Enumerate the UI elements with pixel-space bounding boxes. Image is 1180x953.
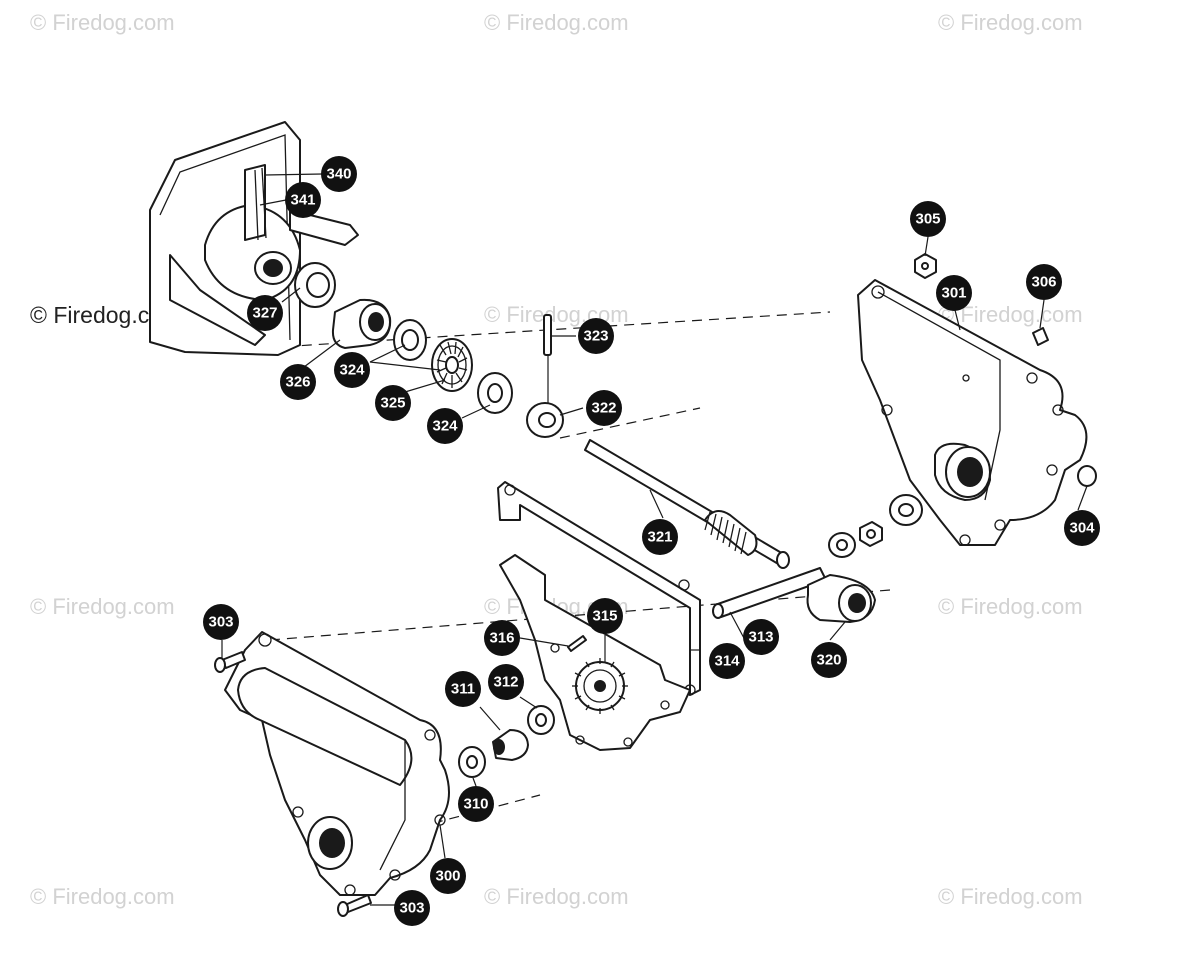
svg-text:327: 327: [252, 305, 277, 322]
callout-324: 324: [427, 408, 463, 444]
svg-text:303: 303: [399, 900, 424, 917]
watermark-text: © Firedog.com: [938, 10, 1083, 35]
callout-327: 327: [247, 295, 283, 331]
callout-326: 326: [280, 364, 316, 400]
callout-300: 300: [430, 858, 466, 894]
svg-text:341: 341: [290, 192, 315, 209]
bearing-part: [294, 262, 336, 308]
svg-text:316: 316: [489, 630, 514, 647]
callout-301: 301: [936, 275, 972, 311]
watermark-text: © Firedog.com: [30, 594, 175, 619]
callout-303: 303: [394, 890, 430, 926]
watermark-text: © Firedog.com: [484, 884, 629, 909]
svg-text:325: 325: [380, 395, 405, 412]
svg-text:323: 323: [583, 328, 608, 345]
svg-text:322: 322: [591, 400, 616, 417]
washer-part: [477, 372, 513, 414]
callout-316: 316: [484, 620, 520, 656]
svg-text:324: 324: [339, 362, 365, 379]
svg-text:305: 305: [915, 211, 940, 228]
nut-part: [914, 253, 937, 279]
callout-321: 321: [642, 519, 678, 555]
thrust-bearing-part: [431, 338, 473, 392]
callout-311: 311: [445, 671, 481, 707]
callout-305: 305: [910, 201, 946, 237]
washer-part: [393, 319, 427, 361]
washer-part: [527, 705, 555, 735]
right-gear-housing: [857, 279, 1088, 546]
svg-text:320: 320: [816, 652, 841, 669]
pin-part: [543, 314, 552, 356]
watermark-text: © Firedog.com: [30, 884, 175, 909]
svg-text:301: 301: [941, 285, 966, 302]
bushing-part: [331, 298, 392, 349]
callout-341: 341: [285, 182, 321, 218]
gear-part: [572, 658, 628, 714]
callout-323: 323: [578, 318, 614, 354]
screw-part: [1032, 327, 1049, 346]
svg-text:321: 321: [647, 529, 672, 546]
svg-text:312: 312: [493, 674, 518, 691]
callout-325: 325: [375, 385, 411, 421]
watermark-text: © Firedog.com: [484, 10, 629, 35]
pin-part: [567, 635, 587, 652]
washer-part: [458, 746, 486, 778]
bushing-part: [492, 729, 529, 761]
callout-310: 310: [458, 786, 494, 822]
callout-303: 303: [203, 604, 239, 640]
washer-part: [526, 402, 564, 438]
screw-part: [214, 651, 246, 673]
svg-text:313: 313: [748, 629, 773, 646]
screw-part: [337, 894, 372, 917]
callout-315: 315: [587, 598, 623, 634]
svg-text:304: 304: [1069, 520, 1095, 537]
svg-text:314: 314: [714, 653, 740, 670]
watermark-text: © Firedog.com: [938, 884, 1083, 909]
washer-part: [828, 532, 856, 558]
callout-304: 304: [1064, 510, 1100, 546]
svg-text:300: 300: [435, 868, 460, 885]
washer-part: [889, 494, 923, 526]
svg-text:311: 311: [451, 681, 475, 698]
nut-part: [1077, 465, 1097, 487]
left-gear-housing: [224, 631, 450, 896]
svg-text:310: 310: [463, 796, 488, 813]
watermark-text: © Firedog.com: [938, 594, 1083, 619]
svg-text:324: 324: [432, 418, 458, 435]
callout-312: 312: [488, 664, 524, 700]
worm-shaft-part: [584, 439, 790, 569]
gasket-part: [497, 481, 701, 696]
callout-306: 306: [1026, 264, 1062, 300]
svg-text:306: 306: [1031, 274, 1056, 291]
callout-340: 340: [321, 156, 357, 192]
nut-part: [859, 521, 883, 547]
svg-text:340: 340: [326, 166, 351, 183]
callout-314: 314: [709, 643, 745, 679]
svg-text:303: 303: [208, 614, 233, 631]
watermark-text: © Firedog.com: [30, 10, 175, 35]
gear-plate-part: [499, 554, 691, 751]
callout-320: 320: [811, 642, 847, 678]
callout-313: 313: [743, 619, 779, 655]
callout-322: 322: [586, 390, 622, 426]
callout-324: 324: [334, 352, 370, 388]
svg-text:326: 326: [285, 374, 310, 391]
bushing-part: [806, 574, 876, 623]
svg-text:315: 315: [592, 608, 617, 625]
